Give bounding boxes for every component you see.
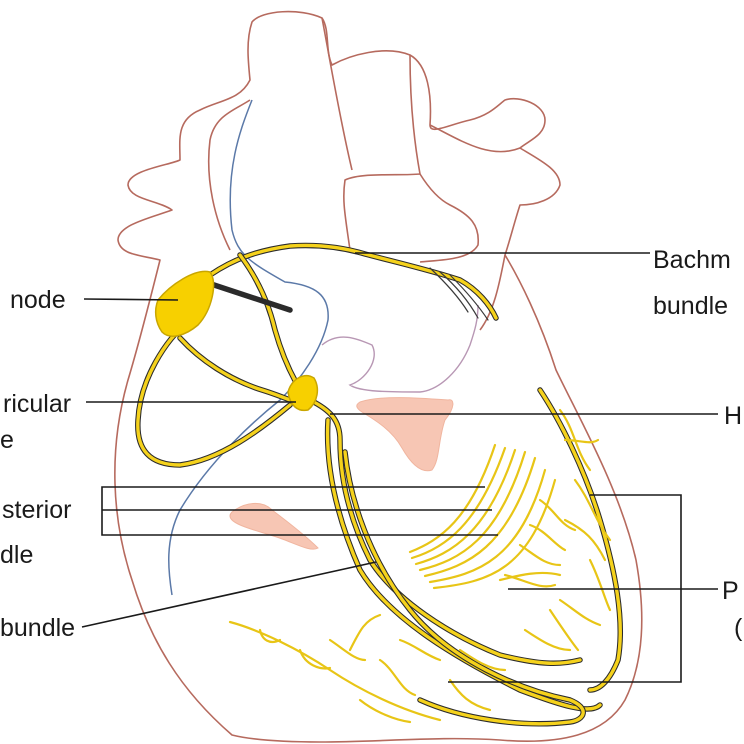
label-purkinje-line1: P xyxy=(722,577,739,605)
label-av-node-line1: ricular xyxy=(3,390,71,418)
label-sa-node: node xyxy=(10,286,66,314)
label-bachmann-line2: bundle xyxy=(653,292,728,320)
label-bachmann-line1: Bachm xyxy=(653,246,731,274)
label-bundle: bundle xyxy=(0,614,75,642)
bachmann-terminal-fibers xyxy=(429,267,489,321)
sinoatrial-node xyxy=(154,270,215,337)
papillary-muscle-left xyxy=(229,503,319,550)
label-posterior-line1: sterior xyxy=(2,496,71,524)
purkinje-fibers xyxy=(228,408,612,724)
conduction-pathways xyxy=(135,242,623,727)
leader-sa-node xyxy=(83,298,179,301)
label-his: H xyxy=(724,402,742,430)
leader-bundle xyxy=(81,561,377,628)
label-purkinje-line2: ( xyxy=(734,614,743,642)
valve-outlines xyxy=(321,304,479,393)
leader-lines xyxy=(81,252,718,683)
heart-outline xyxy=(114,10,643,743)
leader-fascicles xyxy=(101,486,498,536)
papillary-muscles xyxy=(229,397,454,550)
papillary-muscle-right xyxy=(356,397,454,472)
label-av-node-line2: e xyxy=(0,426,14,454)
labels: node Bachm bundle ricular e H sterior dl… xyxy=(0,246,743,642)
fascicle-fan xyxy=(408,443,557,590)
label-posterior-line2: dle xyxy=(0,541,33,569)
leader-purkinje xyxy=(448,494,718,683)
